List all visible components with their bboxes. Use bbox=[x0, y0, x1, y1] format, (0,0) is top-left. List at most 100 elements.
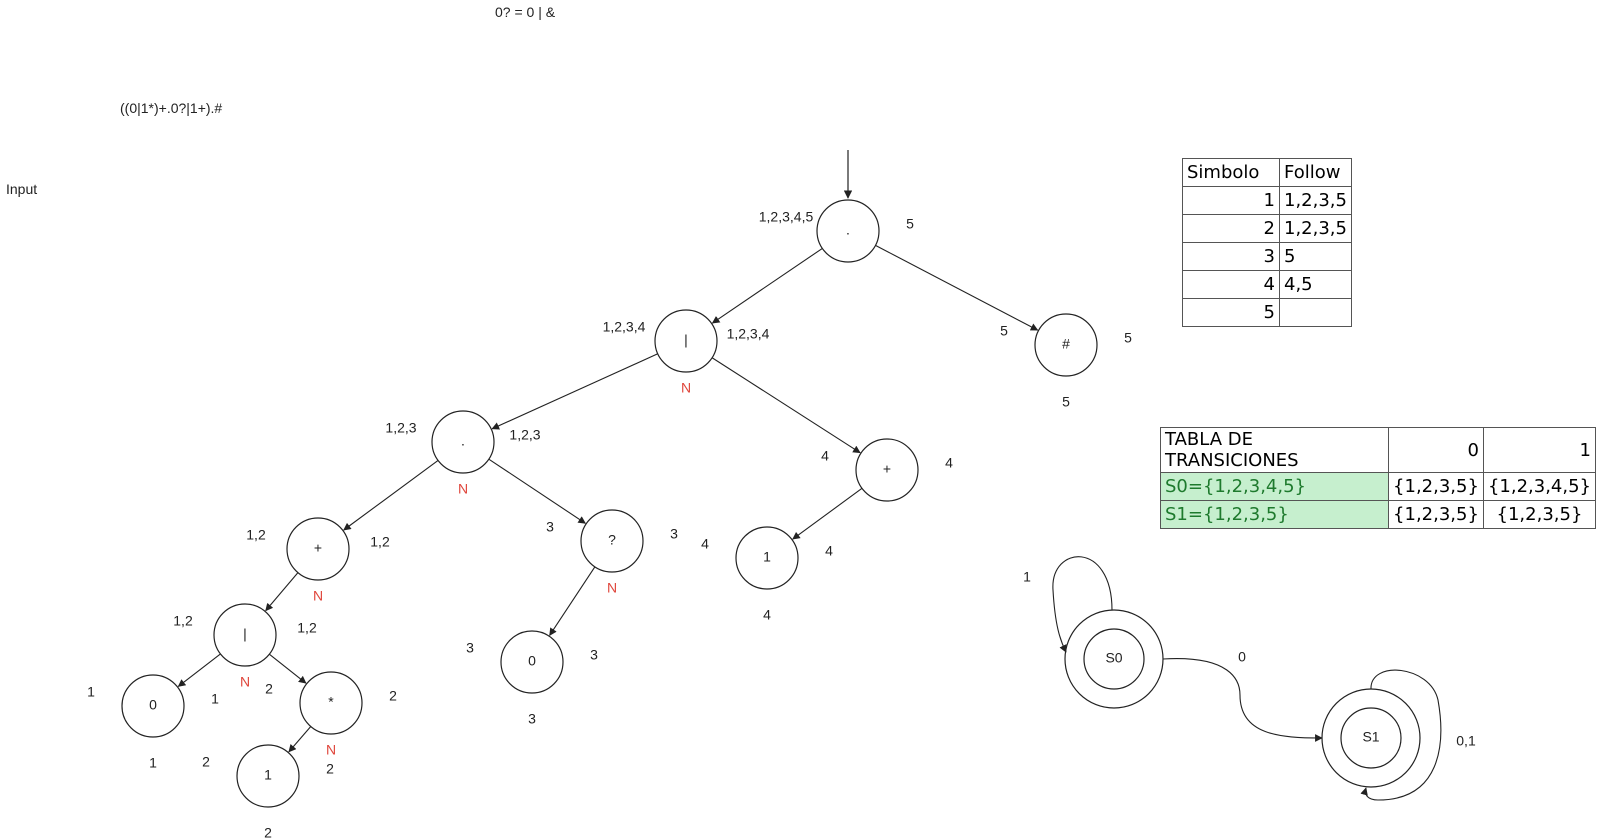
lastpos-label: 2 bbox=[389, 688, 397, 704]
lastpos-label: 1,2,3 bbox=[509, 427, 540, 443]
transition-label: 0,1 bbox=[1456, 733, 1476, 749]
tree-edge-dot2-plus1 bbox=[343, 459, 439, 531]
automaton-state-s1: S1 bbox=[1321, 688, 1421, 788]
node-circle bbox=[735, 526, 799, 590]
table-row: S1={1,2,3,5}{1,2,3,5}{1,2,3,5} bbox=[1159, 500, 1597, 529]
tree-node-root: . 1,2,3,4,5 5 bbox=[759, 199, 914, 263]
firstpos-label: 3 bbox=[546, 519, 554, 535]
node-symbol: | bbox=[243, 626, 247, 642]
tree-edge-root-or1 bbox=[711, 247, 823, 324]
follow-symbol: 1 bbox=[1182, 186, 1280, 215]
nullable-marker: N bbox=[240, 674, 250, 690]
position-label: 2 bbox=[264, 825, 272, 840]
firstpos-label: 2 bbox=[202, 754, 210, 770]
tree-edge-or1-dot2 bbox=[491, 353, 658, 430]
node-symbol: . bbox=[846, 222, 850, 238]
node-symbol: + bbox=[883, 461, 891, 477]
lastpos-label: 3 bbox=[590, 647, 598, 663]
tree-node-plus2: +4 4 bbox=[821, 438, 953, 502]
node-circle bbox=[855, 438, 919, 502]
state-set: S0={1,2,3,4,5} bbox=[1159, 472, 1390, 501]
follow-symbol: 2 bbox=[1182, 214, 1280, 243]
follow-set: 1,2,3,5 bbox=[1279, 214, 1352, 243]
state-inner-ring bbox=[1340, 707, 1402, 769]
state-inner-ring bbox=[1083, 628, 1145, 690]
tree-node-leaf2: 1 2 2 2 bbox=[202, 744, 334, 840]
node-symbol: * bbox=[328, 694, 334, 710]
nullable-marker: N bbox=[326, 742, 336, 758]
tree-node-leaf3: 0 3 3 3 bbox=[466, 630, 598, 727]
lastpos-label: 3 bbox=[670, 526, 678, 542]
transition-header-1: 0 bbox=[1388, 427, 1484, 473]
node-circle bbox=[213, 603, 277, 667]
node-circle bbox=[299, 671, 363, 735]
firstpos-label: 1 bbox=[87, 684, 95, 700]
nullable-marker: N bbox=[607, 580, 617, 596]
transition-target: {1,2,3,4,5} bbox=[1482, 472, 1597, 501]
tree-edge-or2-leaf1 bbox=[177, 653, 221, 687]
position-label: 4 bbox=[763, 607, 771, 623]
firstpos-label: 4 bbox=[821, 448, 829, 464]
node-symbol: 1 bbox=[264, 767, 272, 783]
firstpos-label: 1,2 bbox=[246, 527, 266, 543]
lastpos-label: 4 bbox=[945, 455, 953, 471]
node-circle bbox=[654, 309, 718, 373]
follow-set bbox=[1279, 298, 1352, 327]
follow-set: 5 bbox=[1279, 242, 1352, 271]
node-circle bbox=[500, 630, 564, 694]
input-label: Input bbox=[6, 181, 38, 197]
position-label: 5 bbox=[1062, 394, 1070, 410]
nullable-marker: N bbox=[681, 380, 691, 396]
state-label: S0 bbox=[1105, 650, 1122, 666]
follow-symbol: 4 bbox=[1182, 270, 1280, 299]
tree-edge-dot2-q bbox=[488, 458, 586, 524]
firstpos-label: 1,2,3,4,5 bbox=[759, 209, 814, 225]
table-row: 5 bbox=[1182, 298, 1352, 327]
nullable-marker: N bbox=[458, 481, 468, 497]
position-label: 3 bbox=[528, 711, 536, 727]
tree-edge-plus2-leaf4 bbox=[792, 487, 863, 540]
tree-edge-or1-plus2 bbox=[711, 357, 861, 454]
follow-header-0: Simbolo bbox=[1182, 158, 1280, 187]
node-symbol: | bbox=[684, 332, 688, 348]
tree-edge-root-hash bbox=[875, 244, 1039, 331]
transition-arrow-s0-s0 bbox=[1052, 556, 1113, 653]
transition-arrow-s1-s1 bbox=[1360, 669, 1442, 801]
transition-header-0: TABLA DE TRANSICIONES bbox=[1159, 427, 1390, 473]
lastpos-label: 5 bbox=[906, 216, 914, 232]
transition-arrow-s0-s1 bbox=[1162, 658, 1323, 742]
firstpos-label: 3 bbox=[466, 640, 474, 656]
follow-header-1: Follow bbox=[1279, 158, 1352, 187]
lastpos-label: 2 bbox=[326, 761, 334, 777]
transition-label: 0 bbox=[1238, 649, 1246, 665]
transition-target: {1,2,3,5} bbox=[1388, 500, 1484, 529]
firstpos-label: 1,2 bbox=[173, 613, 193, 629]
regex-note: 0? = 0 | & bbox=[495, 4, 556, 20]
node-circle bbox=[286, 517, 350, 581]
transition-target: {1,2,3,5} bbox=[1388, 472, 1484, 501]
firstpos-label: 4 bbox=[701, 536, 709, 552]
tree-edge-star-leaf2 bbox=[288, 726, 312, 753]
node-symbol: 0 bbox=[149, 697, 157, 713]
node-symbol: 0 bbox=[528, 653, 536, 669]
node-symbol: 1 bbox=[763, 549, 771, 565]
lastpos-label: 5 bbox=[1124, 330, 1132, 346]
follow-set: 1,2,3,5 bbox=[1279, 186, 1352, 215]
lastpos-label: 1 bbox=[211, 691, 219, 707]
node-symbol: + bbox=[314, 540, 322, 556]
node-symbol: . bbox=[461, 433, 465, 449]
node-circle bbox=[580, 509, 644, 573]
